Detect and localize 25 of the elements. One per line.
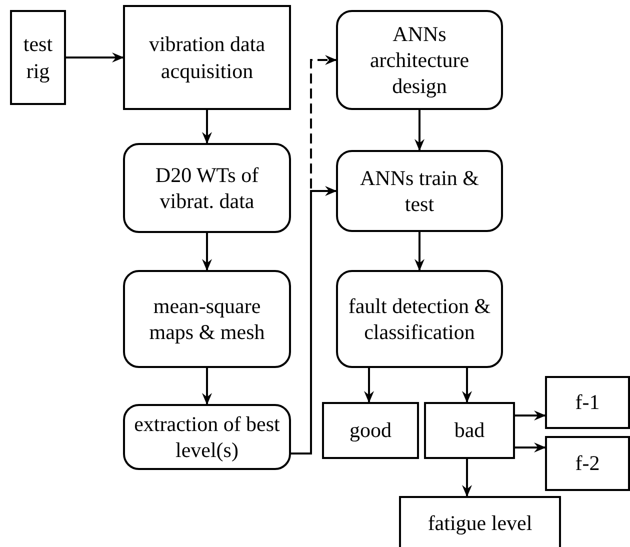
process-box: f-1 bbox=[545, 376, 630, 429]
arrow bbox=[291, 186, 337, 454]
arrow bbox=[515, 442, 546, 452]
arrow bbox=[462, 368, 472, 403]
arrow bbox=[462, 459, 472, 497]
process-box: fatigue level bbox=[399, 496, 561, 547]
process-box: f-2 bbox=[545, 436, 630, 491]
rounded-process-box: ANNs architecture design bbox=[336, 10, 503, 110]
arrow bbox=[66, 52, 124, 62]
rounded-process-box: mean-square maps & mesh bbox=[123, 270, 291, 368]
arrow bbox=[364, 368, 374, 403]
arrow bbox=[202, 233, 212, 271]
rounded-process-box: ANNs train & test bbox=[336, 150, 503, 232]
rounded-process-box: fault detection & classification bbox=[336, 270, 503, 368]
rounded-process-box: D20 WTs of vibrat. data bbox=[123, 143, 291, 233]
process-box: bad bbox=[424, 402, 515, 459]
process-box: test rig bbox=[10, 10, 66, 105]
process-box: good bbox=[322, 402, 419, 459]
arrow bbox=[202, 368, 212, 405]
arrow bbox=[414, 110, 424, 151]
rounded-process-box: extraction of best level(s) bbox=[123, 404, 291, 470]
arrow bbox=[515, 410, 546, 420]
arrow bbox=[414, 232, 424, 271]
arrow bbox=[202, 110, 212, 144]
process-box: vibration data acquisition bbox=[123, 5, 291, 110]
